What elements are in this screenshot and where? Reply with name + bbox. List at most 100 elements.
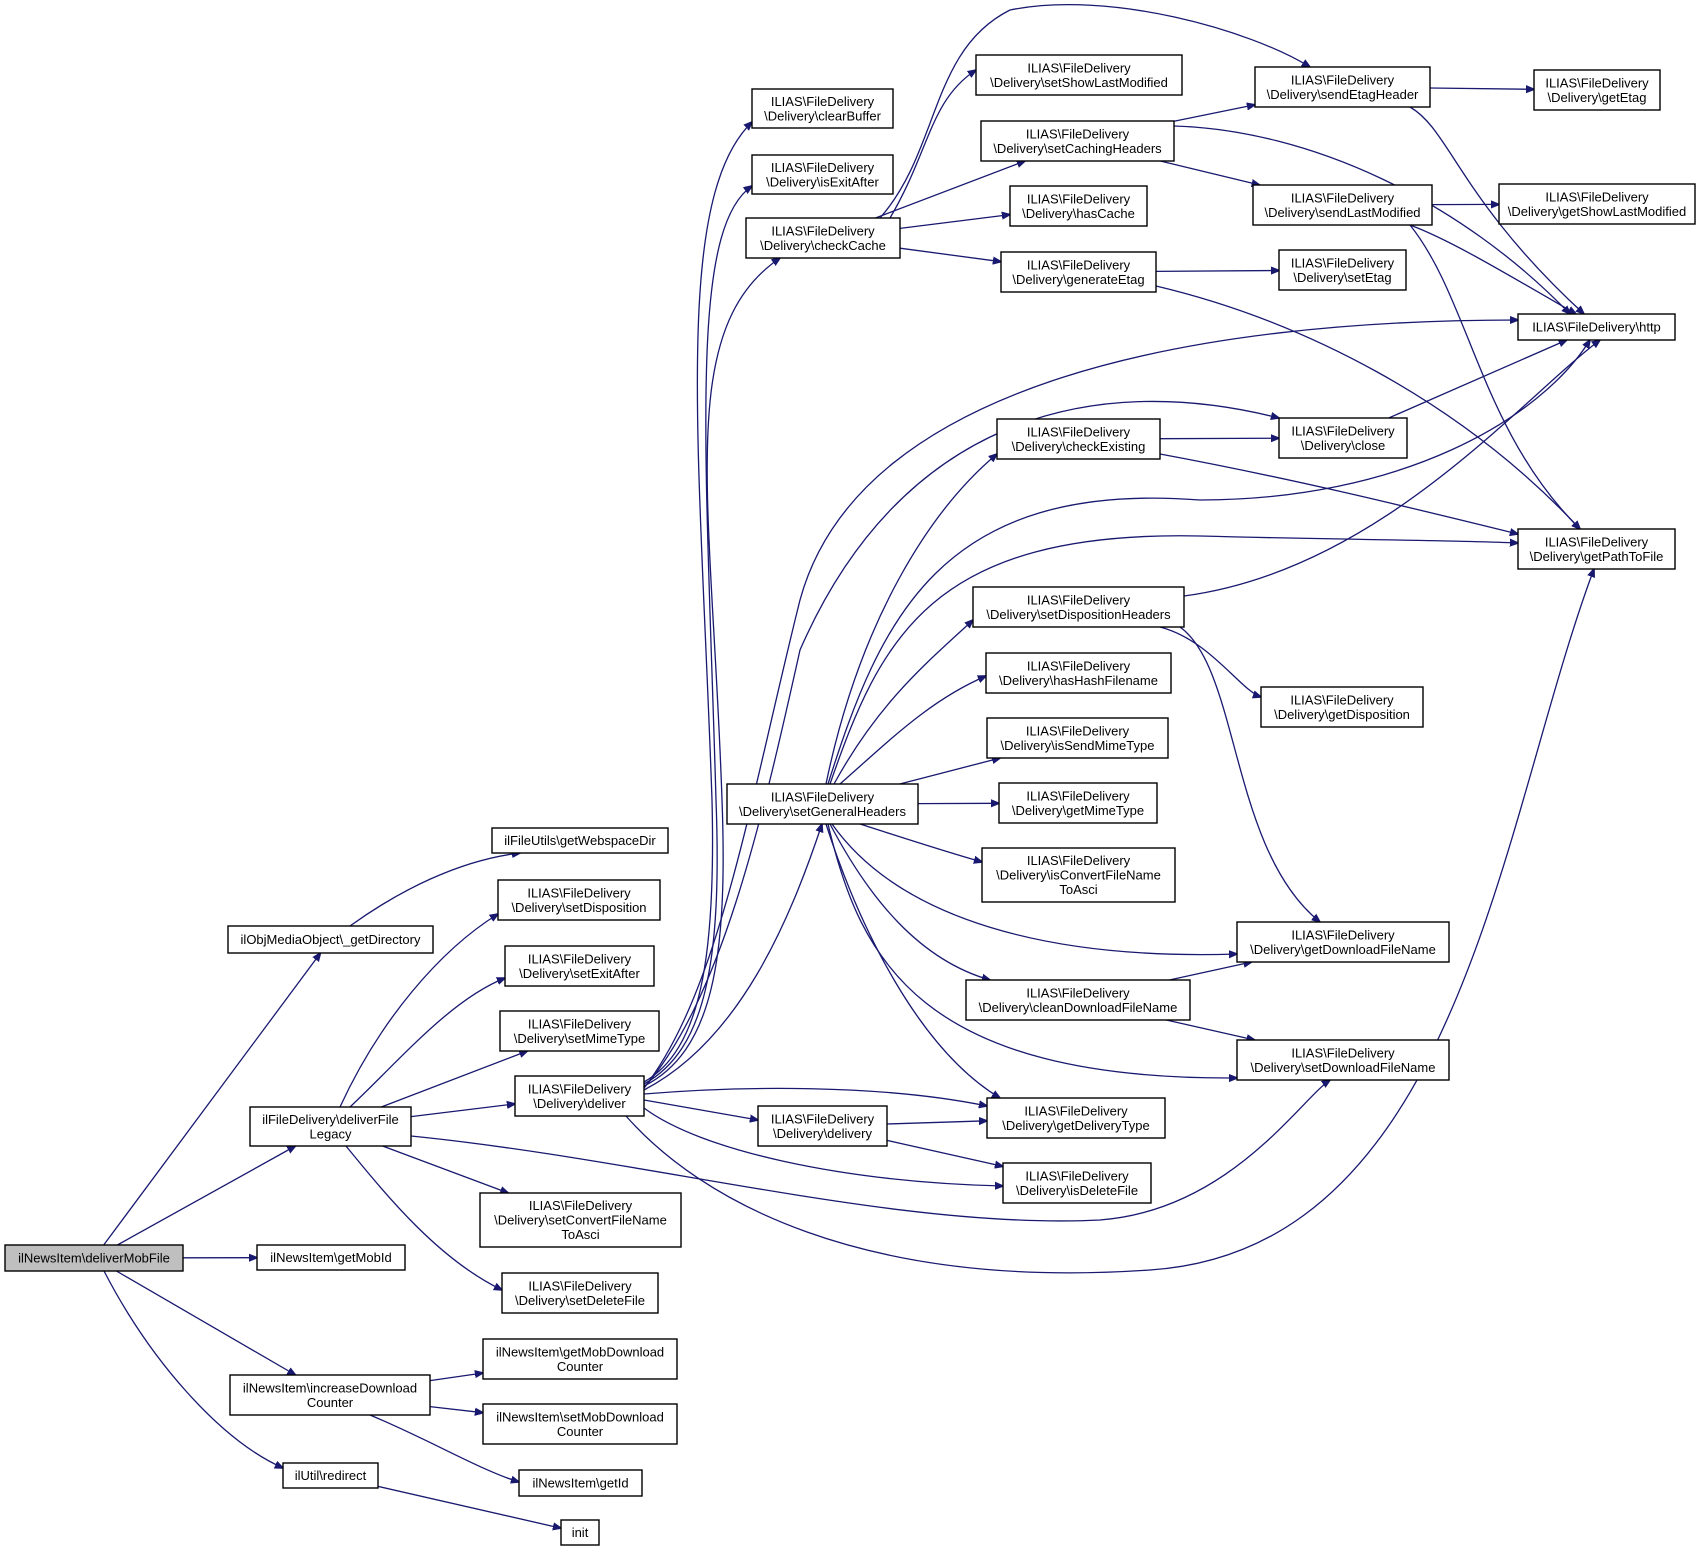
node-setDispositionHeaders[interactable]: ILIAS\FileDelivery\Delivery\setDispositi…	[972, 586, 1185, 628]
node-label-getId-line-0: ilNewsItem\getId	[532, 1476, 628, 1491]
node-getEtag[interactable]: ILIAS\FileDelivery\Delivery\getEtag	[1533, 69, 1661, 111]
node-box-init	[560, 1519, 600, 1546]
node-label-setDeleteFile-line-1: \Delivery\setDeleteFile	[515, 1293, 645, 1308]
node-setCachingHeaders[interactable]: ILIAS\FileDelivery\Delivery\setCachingHe…	[980, 120, 1175, 162]
edge-setCachingHeaders-to-http	[1173, 125, 1570, 314]
edge-sendEtagHeader-to-getEtag	[1429, 88, 1534, 89]
node-box-delivery	[757, 1105, 888, 1147]
node-getDirectory[interactable]: ilObjMediaObject\_getDirectory	[227, 925, 434, 954]
edge-increaseDownloadCounter-to-getId	[369, 1414, 519, 1482]
node-isConvertFileNameToAsci[interactable]: ILIAS\FileDelivery\Delivery\isConvertFil…	[981, 847, 1176, 903]
node-hasHashFilename[interactable]: ILIAS\FileDelivery\Delivery\hasHashFilen…	[985, 652, 1172, 694]
node-box-deliver	[514, 1075, 645, 1117]
edge-checkCache-to-setCachingHeaders	[875, 161, 1026, 219]
node-close[interactable]: ILIAS\FileDelivery\Delivery\close	[1278, 417, 1408, 459]
edge-deliverFileLegacy-to-setDownloadFileName	[410, 1080, 1330, 1222]
node-label-delivery-line-1: \Delivery\delivery	[773, 1126, 872, 1141]
node-label-isConvertFileNameToAsci-line-2: ToAsci	[1059, 882, 1097, 897]
node-getPathToFile[interactable]: ILIAS\FileDelivery\Delivery\getPathToFil…	[1517, 528, 1676, 570]
node-box-cleanDownloadFileName	[965, 979, 1191, 1021]
node-generateEtag[interactable]: ILIAS\FileDelivery\Delivery\generateEtag	[1000, 251, 1157, 293]
node-setExitAfter[interactable]: ILIAS\FileDelivery\Delivery\setExitAfter	[504, 945, 655, 987]
node-getId[interactable]: ilNewsItem\getId	[518, 1469, 643, 1497]
edge-setGeneralHeaders-to-setDispositionHeaders	[833, 620, 973, 785]
node-redirect[interactable]: ilUtil\redirect	[282, 1462, 379, 1489]
edge-deliver-to-getDeliveryType	[643, 1087, 987, 1106]
node-box-getPathToFile	[1517, 528, 1676, 570]
node-label-setEtag-line-0: ILIAS\FileDelivery	[1291, 255, 1395, 270]
edge-setGeneralHeaders-to-isConvertFileNameToAsci	[859, 823, 982, 862]
edge-deliverFileLegacy-to-setConvertFileNameToAsci	[382, 1145, 509, 1193]
node-label-sendEtagHeader-line-1: \Delivery\sendEtagHeader	[1267, 87, 1419, 102]
edge-deliver-to-setGeneralHeaders	[643, 824, 822, 1091]
node-checkCache[interactable]: ILIAS\FileDelivery\Delivery\checkCache	[745, 217, 901, 259]
node-label-checkCache-line-1: \Delivery\checkCache	[760, 238, 886, 253]
node-getWebspaceDir[interactable]: ilFileUtils\getWebspaceDir	[491, 827, 669, 854]
node-getDeliveryType[interactable]: ILIAS\FileDelivery\Delivery\getDeliveryT…	[986, 1097, 1166, 1139]
edge-generateEtag-to-getPathToFile	[1155, 285, 1580, 529]
node-label-checkExisting-line-0: ILIAS\FileDelivery	[1027, 424, 1131, 439]
node-getMobId[interactable]: ilNewsItem\getMobId	[256, 1244, 406, 1271]
node-label-sendLastModified-line-1: \Delivery\sendLastModified	[1264, 205, 1420, 220]
edge-redirect-to-init	[377, 1485, 561, 1528]
node-setMimeType[interactable]: ILIAS\FileDelivery\Delivery\setMimeType	[499, 1010, 660, 1052]
node-setConvertFileNameToAsci[interactable]: ILIAS\FileDelivery\Delivery\setConvertFi…	[479, 1192, 682, 1248]
node-label-setDeleteFile-line-0: ILIAS\FileDelivery	[528, 1278, 632, 1293]
node-sendEtagHeader[interactable]: ILIAS\FileDelivery\Delivery\sendEtagHead…	[1254, 66, 1431, 108]
node-box-getDeliveryType	[986, 1097, 1166, 1139]
edge-setDispositionHeaders-to-http	[1183, 340, 1600, 597]
node-delivery[interactable]: ILIAS\FileDelivery\Delivery\delivery	[757, 1105, 888, 1147]
node-isExitAfter[interactable]: ILIAS\FileDelivery\Delivery\isExitAfter	[751, 154, 894, 195]
node-init[interactable]: init	[560, 1519, 600, 1546]
node-label-getPathToFile-line-0: ILIAS\FileDelivery	[1545, 534, 1649, 549]
node-setDisposition[interactable]: ILIAS\FileDelivery\Delivery\setDispositi…	[497, 879, 661, 921]
node-label-isDeleteFile-line-1: \Delivery\isDeleteFile	[1016, 1183, 1138, 1198]
node-box-getId	[518, 1469, 643, 1497]
node-box-setConvertFileNameToAsci	[479, 1192, 682, 1248]
node-getShowLastModified[interactable]: ILIAS\FileDelivery\Delivery\getShowLastM…	[1498, 183, 1696, 225]
node-sendLastModified[interactable]: ILIAS\FileDelivery\Delivery\sendLastModi…	[1252, 184, 1433, 226]
edge-deliverFileLegacy-to-setMimeType	[381, 1051, 527, 1108]
node-deliver[interactable]: ILIAS\FileDelivery\Delivery\deliver	[514, 1075, 645, 1117]
node-label-getEtag-line-0: ILIAS\FileDelivery	[1545, 75, 1649, 90]
node-deliverMobFile[interactable]: ilNewsItem\deliverMobFile	[4, 1244, 184, 1272]
node-label-setCachingHeaders-line-0: ILIAS\FileDelivery	[1026, 126, 1130, 141]
node-checkExisting[interactable]: ILIAS\FileDelivery\Delivery\checkExistin…	[996, 418, 1161, 460]
node-setGeneralHeaders[interactable]: ILIAS\FileDelivery\Delivery\setGeneralHe…	[726, 783, 919, 825]
node-setDownloadFileName[interactable]: ILIAS\FileDelivery\Delivery\setDownloadF…	[1236, 1039, 1450, 1081]
node-label-setGeneralHeaders-line-0: ILIAS\FileDelivery	[771, 789, 875, 804]
node-label-getMimeType-line-0: ILIAS\FileDelivery	[1026, 788, 1130, 803]
edge-setCachingHeaders-to-sendEtagHeader	[1173, 105, 1255, 122]
nodes-layer: ilNewsItem\deliverMobFile ilObjMediaObjec…	[4, 54, 1696, 1546]
node-label-http-line-0: ILIAS\FileDelivery\http	[1532, 320, 1661, 335]
node-label-isSendMimeType-line-0: ILIAS\FileDelivery	[1026, 723, 1130, 738]
node-box-isDeleteFile	[1002, 1162, 1152, 1204]
node-label-setShowLastModified-line-1: \Delivery\setShowLastModified	[990, 75, 1168, 90]
node-isSendMimeType[interactable]: ILIAS\FileDelivery\Delivery\isSendMimeTy…	[986, 717, 1169, 759]
node-label-hasHashFilename-line-0: ILIAS\FileDelivery	[1027, 658, 1131, 673]
node-label-deliver-line-1: \Delivery\deliver	[533, 1096, 626, 1111]
edge-setGeneralHeaders-to-getDownloadFileName	[831, 823, 1237, 955]
node-clearBuffer[interactable]: ILIAS\FileDelivery\Delivery\clearBuffer	[751, 88, 894, 129]
edge-deliver-to-delivery	[643, 1099, 758, 1120]
node-getDownloadFileName[interactable]: ILIAS\FileDelivery\Delivery\getDownloadF…	[1236, 921, 1450, 963]
node-setShowLastModified[interactable]: ILIAS\FileDelivery\Delivery\setShowLastM…	[975, 54, 1183, 96]
node-getMimeType[interactable]: ILIAS\FileDelivery\Delivery\getMimeType	[998, 782, 1158, 824]
node-isDeleteFile[interactable]: ILIAS\FileDelivery\Delivery\isDeleteFile	[1002, 1162, 1152, 1204]
node-setDeleteFile[interactable]: ILIAS\FileDelivery\Delivery\setDeleteFil…	[501, 1272, 659, 1314]
node-http[interactable]: ILIAS\FileDelivery\http	[1517, 313, 1676, 341]
node-cleanDownloadFileName[interactable]: ILIAS\FileDelivery\Delivery\cleanDownloa…	[965, 979, 1191, 1021]
node-box-getMobDownloadCounter	[482, 1338, 678, 1380]
node-label-generateEtag-line-0: ILIAS\FileDelivery	[1027, 257, 1131, 272]
node-box-increaseDownloadCounter	[229, 1374, 431, 1416]
node-label-setDownloadFileName-line-0: ILIAS\FileDelivery	[1291, 1045, 1395, 1060]
node-label-getDisposition-line-0: ILIAS\FileDelivery	[1290, 692, 1394, 707]
edge-setDispositionHeaders-to-getDownloadFileName	[1179, 626, 1320, 922]
node-hasCache[interactable]: ILIAS\FileDelivery\Delivery\hasCache	[1009, 185, 1148, 227]
node-setEtag[interactable]: ILIAS\FileDelivery\Delivery\setEtag	[1278, 249, 1407, 291]
node-getDisposition[interactable]: ILIAS\FileDelivery\Delivery\getDispositi…	[1260, 686, 1424, 728]
